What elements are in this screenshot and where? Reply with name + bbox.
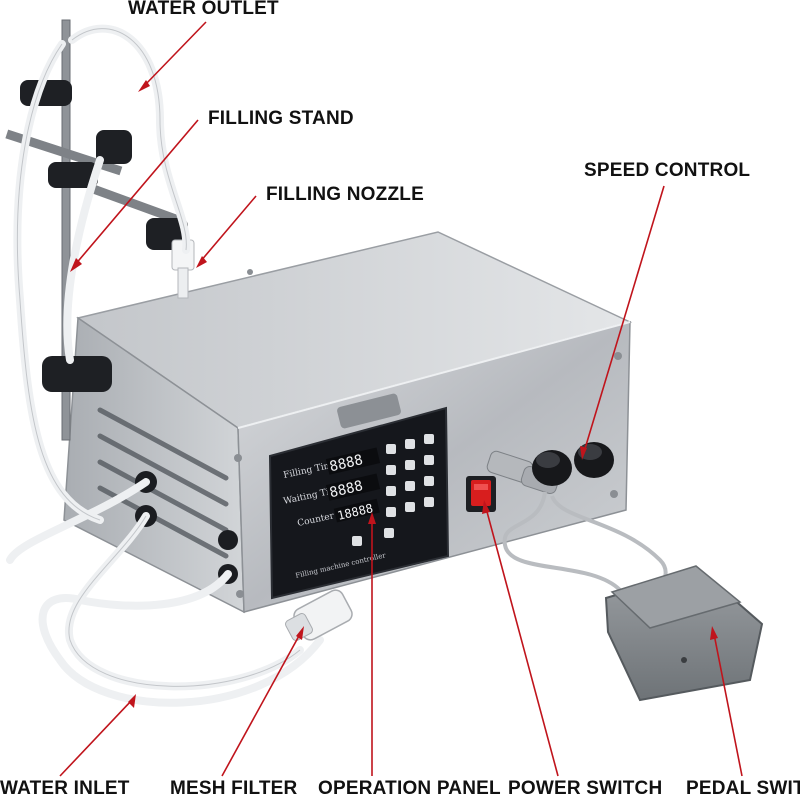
keypad-button[interactable] bbox=[405, 460, 415, 470]
arrow-speed-control bbox=[580, 185, 665, 460]
label-operation-panel: OPERATION PANEL bbox=[318, 778, 501, 799]
label-filling-nozzle: FILLING NOZZLE bbox=[266, 184, 424, 205]
keypad-button[interactable] bbox=[405, 502, 415, 512]
label-mesh-filter: MESH FILTER bbox=[170, 778, 298, 799]
screw bbox=[247, 269, 253, 275]
label-pedal-switch: PEDAL SWITCH bbox=[686, 778, 800, 799]
keypad-button[interactable] bbox=[424, 455, 434, 465]
label-water-outlet: WATER OUTLET bbox=[128, 0, 279, 19]
arrow-filling-stand bbox=[70, 119, 199, 272]
keypad-button[interactable] bbox=[424, 476, 434, 486]
keypad-button[interactable] bbox=[384, 528, 394, 538]
screw bbox=[236, 590, 244, 598]
keypad-button[interactable] bbox=[386, 465, 396, 475]
svg-text:8888: 8888 bbox=[328, 452, 364, 475]
filling-time-display: 8888 bbox=[325, 447, 381, 475]
top-handle bbox=[337, 393, 401, 429]
waiting-time-display: 8888 bbox=[325, 473, 381, 501]
keypad-button[interactable] bbox=[424, 434, 434, 444]
keypad-button[interactable] bbox=[405, 481, 415, 491]
keypad-button[interactable] bbox=[386, 444, 396, 454]
screw bbox=[614, 352, 622, 360]
pedal-switch[interactable] bbox=[604, 565, 764, 702]
speed-knob[interactable] bbox=[532, 450, 572, 486]
screw bbox=[610, 490, 618, 498]
arrow-power-switch bbox=[482, 500, 559, 777]
mesh-filter bbox=[285, 589, 353, 641]
screw bbox=[234, 454, 242, 462]
label-speed-control: SPEED CONTROL bbox=[584, 160, 751, 181]
svg-text:8888: 8888 bbox=[328, 478, 364, 501]
arrow-mesh-filter bbox=[221, 626, 304, 777]
arrow-filling-nozzle bbox=[196, 195, 257, 268]
port bbox=[218, 530, 238, 550]
arrow-pedal-switch bbox=[710, 626, 743, 777]
keypad bbox=[352, 434, 434, 546]
keypad-button[interactable] bbox=[386, 486, 396, 496]
keypad-button[interactable] bbox=[386, 507, 396, 517]
arrow-operation-panel bbox=[368, 512, 376, 776]
label-power-switch: POWER SWITCH bbox=[508, 778, 663, 799]
power-switch[interactable] bbox=[466, 476, 496, 512]
speed-knob[interactable] bbox=[574, 442, 614, 478]
arrow-water-outlet bbox=[138, 21, 207, 92]
label-water-inlet: WATER INLET bbox=[0, 778, 130, 799]
label-filling-stand: FILLING STAND bbox=[208, 108, 354, 129]
tube-outlines bbox=[16, 28, 301, 687]
arrow-water-inlet bbox=[59, 694, 136, 777]
keypad-button[interactable] bbox=[424, 497, 434, 507]
callout-arrows bbox=[59, 21, 743, 777]
keypad-button[interactable] bbox=[352, 536, 362, 546]
keypad-button[interactable] bbox=[405, 439, 415, 449]
